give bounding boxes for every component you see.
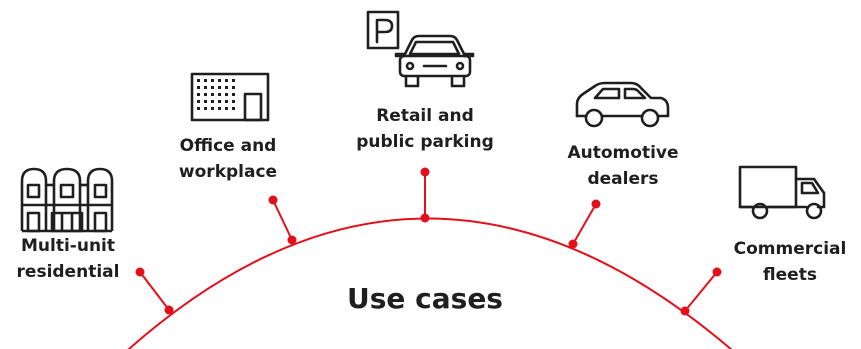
car-icon <box>575 81 670 128</box>
use-case-label-line2: dealers <box>587 169 659 189</box>
use-case-label-office-and-workplace: Office and workplace <box>162 133 294 185</box>
connector-retail-and-public-parking <box>420 167 430 223</box>
use-case-label-line1: Multi-unit <box>20 236 115 256</box>
use-case-label-multi-unit-residential: Multi-unit residential <box>5 233 131 285</box>
delivery-truck-icon <box>738 165 826 220</box>
use-case-label-line1: Retail and <box>376 106 474 126</box>
office-building-icon <box>190 72 270 122</box>
connector-office-and-workplace <box>268 195 297 245</box>
connector-multi-unit-residential <box>135 267 174 315</box>
use-case-label-retail-and-public-parking: Retail and public parking <box>345 103 505 155</box>
connector-commercial-fleets <box>680 267 722 316</box>
parking-car-icon <box>366 10 475 88</box>
use-case-label-line2: workplace <box>178 162 278 182</box>
use-case-label-commercial-fleets: Commercial fleets <box>722 236 858 288</box>
use-case-label-line1: Office and <box>179 136 277 156</box>
use-case-label-line1: Commercial <box>733 239 847 259</box>
connector-automotive-dealers <box>568 199 601 249</box>
use-case-label-automotive-dealers: Automotive dealers <box>555 140 691 192</box>
use-case-label-line2: fleets <box>763 265 817 285</box>
use-case-label-line2: public parking <box>356 132 494 152</box>
use-case-label-line2: residential <box>16 262 120 282</box>
use-case-label-line1: Automotive <box>567 143 679 163</box>
diagram-title: Use cases <box>347 282 503 315</box>
residential-building-icon <box>20 167 114 233</box>
